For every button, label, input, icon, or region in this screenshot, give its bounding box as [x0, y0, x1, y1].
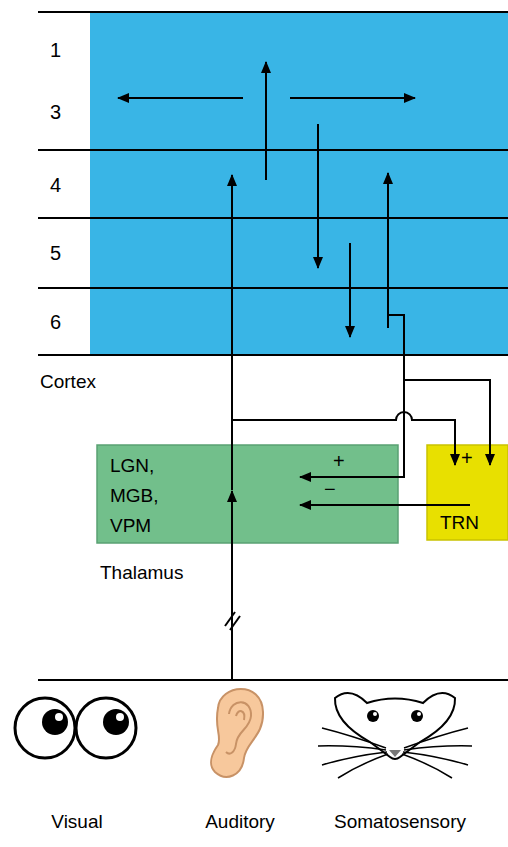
layer-number: 1 — [50, 39, 61, 61]
nucleus-label: TRN — [440, 512, 479, 533]
layer-number: 6 — [50, 311, 61, 333]
label-holder: + — [461, 447, 473, 470]
whisker — [402, 754, 452, 778]
pathway-arrow — [404, 355, 490, 465]
mouse-nose — [389, 750, 401, 757]
pupil — [103, 709, 129, 735]
eyes-icon — [15, 698, 136, 758]
arrow — [265, 62, 267, 180]
pupil — [42, 709, 68, 735]
label-holder: + — [333, 450, 345, 473]
label-holder: − — [324, 478, 336, 501]
modality-label: Auditory — [205, 811, 275, 832]
text-holder: Thalamus — [100, 561, 183, 584]
layer-line — [38, 354, 508, 356]
arrow — [118, 97, 243, 99]
layer-line — [38, 11, 508, 13]
layer-lines — [38, 12, 508, 355]
eye — [15, 698, 75, 758]
layer-number: 5 — [50, 242, 61, 264]
ear-shape — [211, 689, 263, 777]
region-label: Thalamus — [100, 562, 183, 583]
arrow — [349, 243, 351, 337]
ear-icon — [211, 689, 263, 777]
layer-number: 4 — [50, 174, 61, 196]
highlight — [55, 713, 63, 721]
ear-fold — [226, 702, 251, 753]
mouse-eye — [367, 710, 379, 722]
modality-label: Visual — [51, 811, 102, 832]
trn-box-fill — [427, 445, 508, 540]
highlight — [116, 713, 124, 721]
sensory-input — [38, 491, 508, 680]
feedback-line — [388, 315, 404, 356]
break-mark — [230, 616, 240, 630]
label-holder: Auditory — [205, 810, 275, 833]
text-holder: TRN — [440, 511, 479, 534]
mouse-icon — [318, 693, 472, 778]
whisker — [322, 728, 386, 748]
nuclei-label: LGN, MGB, VPM — [110, 451, 174, 541]
whisker — [318, 746, 386, 750]
cortex-band: Cortex — [90, 12, 508, 355]
label-holder: 6 — [50, 311, 61, 334]
pathway-arrow — [300, 355, 404, 477]
label-holder: 5 — [50, 242, 61, 265]
layer-line — [38, 287, 508, 289]
modality-label: Somatosensory — [334, 811, 466, 832]
thalamus-box-fill — [97, 445, 398, 543]
label-holder: Somatosensory — [334, 810, 466, 833]
mouse-head — [335, 693, 455, 759]
mouse-eye — [411, 710, 423, 722]
layer-number: 3 — [50, 101, 61, 123]
text-holder: LGN, MGB, VPM — [110, 451, 174, 541]
layer-line — [38, 149, 508, 151]
highlight — [373, 712, 377, 716]
whisker — [404, 728, 468, 748]
label-holder: Visual — [51, 810, 102, 833]
layer-line — [38, 217, 508, 219]
arrow — [290, 97, 415, 99]
cortical-arrows — [118, 62, 415, 356]
baseline — [38, 679, 508, 681]
highlight — [417, 712, 421, 716]
label-holder: 3 — [50, 101, 61, 124]
label-holder: 4 — [50, 174, 61, 197]
sign-label: + — [461, 447, 473, 469]
arrow — [387, 173, 389, 328]
whiskers — [318, 728, 472, 778]
whisker — [338, 754, 388, 778]
input-arrow — [231, 491, 233, 680]
sign-label: + — [333, 450, 345, 472]
cortex-band-fill — [90, 12, 508, 355]
thalamus-box: LGN, MGB, VPMThalamus — [97, 445, 398, 543]
eye — [76, 698, 136, 758]
arrow — [317, 124, 319, 268]
pathway-arrow — [300, 504, 470, 506]
ear-fold — [236, 711, 244, 720]
whisker — [404, 746, 472, 750]
sign-label: − — [324, 478, 336, 500]
node-fills — [90, 12, 508, 543]
region-label: Cortex — [40, 371, 96, 392]
label-holder: 1 — [50, 39, 61, 62]
text-holder: Cortex — [40, 370, 96, 393]
